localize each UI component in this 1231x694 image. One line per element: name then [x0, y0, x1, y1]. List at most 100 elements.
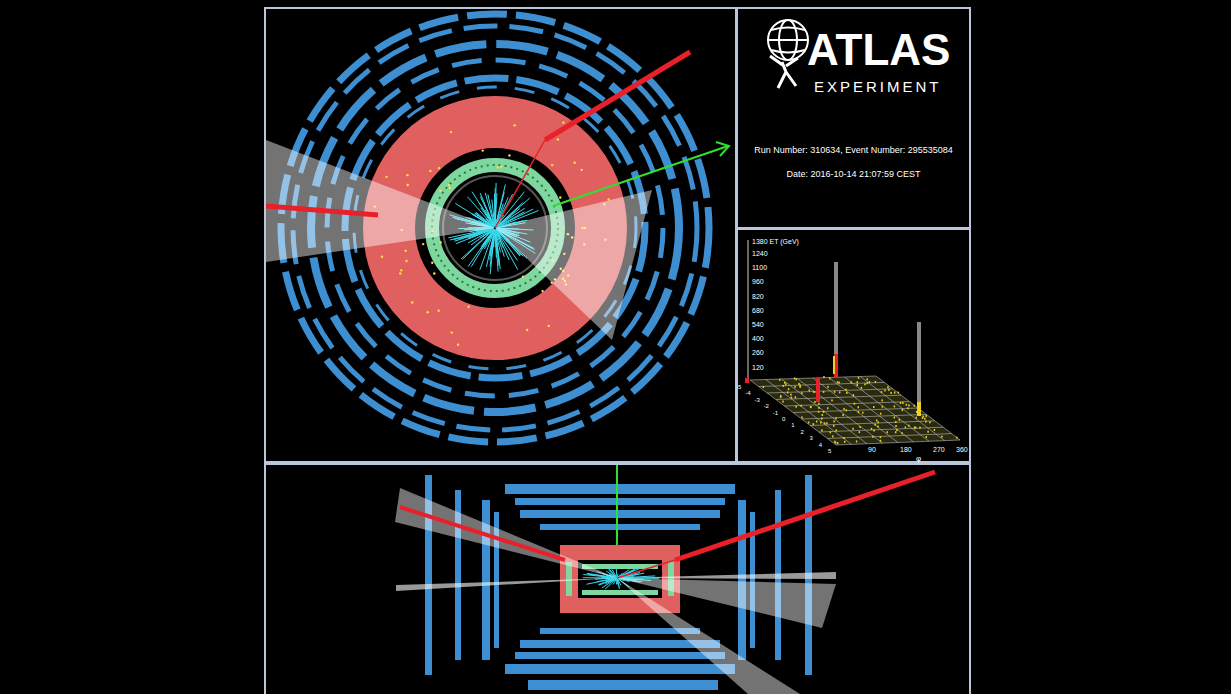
energy-tower [864, 383, 866, 385]
energy-tower [901, 432, 903, 434]
energy-tower [917, 322, 921, 404]
energy-deposit [439, 241, 441, 243]
grid-line [797, 379, 882, 444]
energy-tower [850, 381, 852, 383]
axis-tick: 1 [791, 422, 794, 428]
energy-tower [871, 428, 873, 430]
energy-tower [876, 419, 878, 421]
energy-tower [829, 377, 831, 379]
axis-tick: 680 [752, 307, 764, 314]
energy-tower [779, 379, 781, 381]
energy-tower [837, 442, 839, 444]
energy-deposit [407, 184, 409, 186]
track [587, 574, 617, 578]
track [495, 230, 499, 266]
energy-tower [873, 406, 875, 408]
energy-tower [818, 411, 820, 413]
energy-tower [861, 387, 863, 389]
energy-tower [859, 426, 861, 428]
energy-tower [906, 404, 908, 406]
energy-deposit [381, 255, 383, 257]
axis-title: 1380 ET (GeV) [752, 238, 799, 245]
energy-tower [783, 385, 785, 387]
axis-tick: 180 [900, 446, 912, 453]
grid-line [860, 377, 944, 441]
energy-deposit [467, 306, 469, 308]
grid-line [829, 378, 914, 442]
energy-tower [857, 381, 859, 383]
energy-tower [894, 392, 896, 394]
energy-tower [922, 415, 924, 417]
energy-tower [763, 386, 765, 388]
energy-tower [843, 437, 845, 439]
energy-tower [816, 420, 818, 422]
energy-tower [895, 431, 897, 433]
energy-tower [880, 440, 882, 442]
energy-tower [823, 411, 825, 413]
energy-deposit [406, 174, 408, 176]
axis-tick: -2 [764, 403, 769, 409]
energy-tower [827, 386, 829, 388]
axis-tick: 2 [800, 429, 803, 435]
energy-tower [787, 391, 789, 393]
energy-tower [833, 425, 835, 427]
energy-tower [846, 409, 848, 411]
energy-deposit [399, 272, 401, 274]
energy-tower [745, 378, 749, 383]
energy-tower [917, 402, 921, 416]
energy-tower [784, 382, 786, 384]
energy-tower [814, 401, 816, 403]
energy-tower [838, 382, 840, 384]
energy-tower [795, 406, 797, 408]
energy-tower [880, 413, 882, 415]
energy-tower [798, 383, 800, 385]
energy-tower [895, 425, 897, 427]
date-info: Date: 2016-10-14 21:07:59 CEST [786, 170, 920, 179]
track [495, 230, 496, 258]
energy-tower [880, 436, 882, 438]
energy-tower [926, 436, 928, 438]
energy-tower [834, 391, 836, 393]
energy-tower [857, 384, 859, 386]
energy-tower [845, 389, 847, 391]
energy-deposit [431, 262, 433, 264]
energy-deposit [457, 344, 459, 346]
energy-deposit [426, 311, 428, 313]
energy-deposit [400, 269, 402, 271]
axis-tick: 260 [752, 349, 764, 356]
energy-tower [908, 404, 910, 406]
energy-tower [822, 414, 824, 416]
energy-tower [873, 429, 875, 431]
run-info: Run Number: 310634, Event Number: 295535… [754, 146, 953, 155]
energy-tower [834, 354, 838, 378]
energy-tower [869, 381, 871, 383]
energy-tower [780, 396, 782, 398]
energy-tower [856, 440, 858, 442]
energy-tower [914, 426, 916, 428]
energy-tower [809, 389, 811, 391]
energy-tower [843, 408, 845, 410]
energy-tower [934, 429, 936, 431]
energy-tower [823, 376, 825, 378]
energy-tower [859, 431, 861, 433]
energy-tower [842, 414, 844, 416]
axis-tick: 90 [868, 446, 876, 453]
energy-tower [941, 436, 943, 438]
energy-tower [810, 406, 812, 408]
energy-deposit [448, 184, 450, 186]
energy-tower [858, 406, 860, 408]
axis-tick: 0 [782, 416, 785, 422]
energy-tower [833, 356, 835, 374]
energy-tower [898, 419, 900, 421]
energy-tower [894, 405, 896, 407]
energy-deposit [551, 164, 553, 166]
logo-title: ATLAS [807, 28, 950, 72]
energy-tower [872, 436, 874, 438]
track [495, 183, 496, 226]
energy-tower [862, 412, 864, 414]
axis-tick: -5 [736, 384, 741, 390]
energy-tower [907, 407, 909, 409]
energy-deposit [405, 250, 407, 252]
energy-tower [919, 427, 921, 429]
energy-tower [827, 407, 829, 409]
